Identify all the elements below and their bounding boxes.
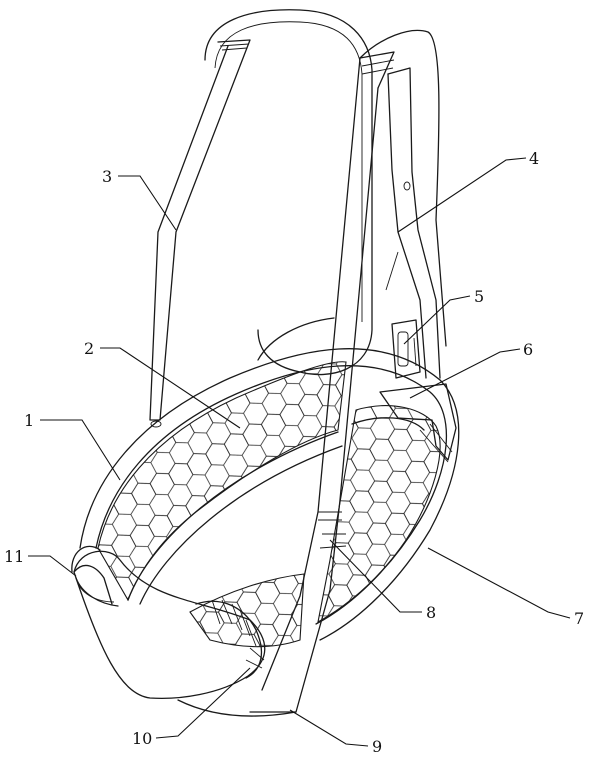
connecting-strap (385, 67, 441, 379)
callout-11: 11 (4, 547, 24, 566)
callout-6: 6 (523, 340, 533, 359)
edge-binding (71, 545, 119, 607)
base-curve (177, 699, 297, 717)
callout-8: 8 (426, 603, 436, 622)
callout-1: 1 (24, 411, 34, 430)
front-pad (73, 550, 266, 699)
callout-9: 9 (372, 737, 382, 756)
left-shoulder-strap (149, 39, 251, 428)
callout-10: 10 (132, 729, 152, 748)
buckle (391, 319, 421, 379)
mesh-cushion (97, 361, 441, 648)
callout-5: 5 (474, 287, 484, 306)
callout-3: 3 (102, 167, 112, 186)
adjust-pad (195, 599, 265, 679)
side-support (379, 383, 457, 463)
callout-2: 2 (84, 339, 94, 358)
leader-lines (28, 157, 571, 747)
inner-rim (127, 417, 425, 605)
callout-7: 7 (574, 609, 584, 628)
callout-labels: 1 2 3 4 5 6 7 8 9 10 11 (4, 149, 584, 756)
callout-4: 4 (529, 149, 539, 168)
